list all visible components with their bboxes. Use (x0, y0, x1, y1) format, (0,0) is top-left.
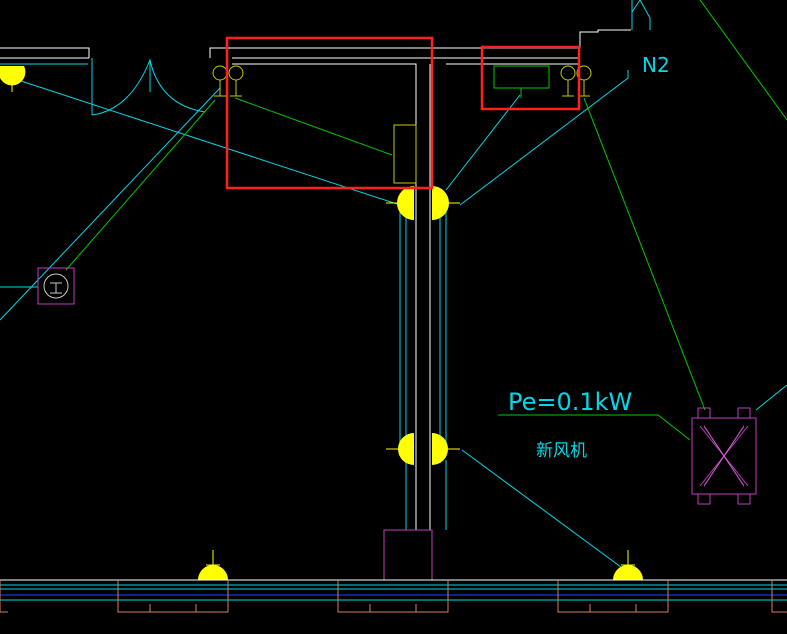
cyan-lines (0, 0, 651, 530)
door-arc-symbol (91, 58, 206, 116)
ceiling-lamp-lower (386, 433, 460, 465)
fresh-air-unit-symbol (691, 407, 757, 505)
power-rating-label: Pe=0.1kW (508, 388, 632, 416)
ceiling-lamp-upper (386, 186, 460, 220)
wall-lamp-top-left (0, 66, 26, 92)
wires-green (65, 0, 787, 441)
junction-box (393, 124, 417, 184)
highlight-box-right (480, 45, 581, 111)
wires-cyan (0, 70, 787, 571)
bottom-wall (0, 579, 787, 613)
socket-symbol (37, 267, 75, 305)
wall-lamp-bottom-left (198, 550, 228, 580)
wall-lamp-bottom-right (613, 550, 643, 580)
highlight-box-left (225, 36, 434, 190)
tag-n2-label: N2 (642, 53, 670, 77)
equipment-name-label: 新风机 (536, 441, 587, 461)
top-wall (0, 29, 631, 530)
